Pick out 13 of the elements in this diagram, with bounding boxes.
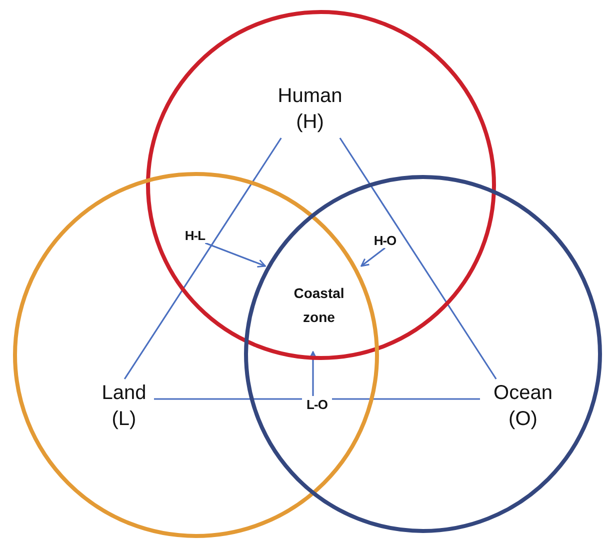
- circle-label: Land (L): [94, 379, 154, 433]
- connector-line: [154, 398, 480, 400]
- arrow: [360, 247, 386, 267]
- venn-circle: [146, 10, 496, 360]
- arrow: [308, 351, 318, 396]
- interaction-label: L-O: [302, 396, 332, 412]
- connector-line: [124, 138, 282, 380]
- venn-circle: [244, 175, 602, 533]
- arrow: [204, 242, 266, 268]
- connector-line: [339, 138, 497, 380]
- circle-label: Human (H): [270, 80, 350, 138]
- circle-label: Ocean (O): [480, 379, 566, 433]
- zone-label: Coastal zone: [262, 266, 376, 352]
